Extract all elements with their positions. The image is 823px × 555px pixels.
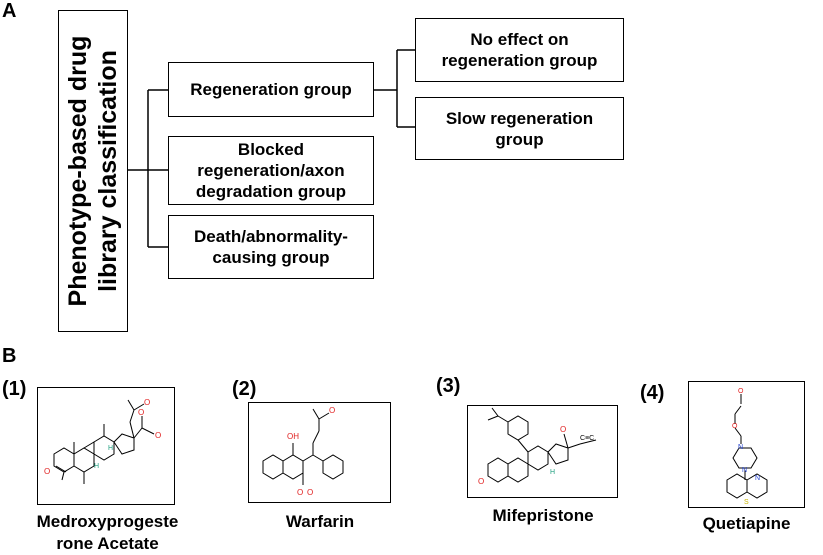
atom-label-h-1: H	[108, 445, 113, 452]
drug-index-1: (1)	[2, 378, 27, 400]
atom-label-o-4: O	[144, 398, 150, 407]
atom-label-h-3: H	[550, 469, 555, 476]
atom-label-alkyne: C≡C	[580, 435, 594, 442]
atom-label-oh: OH	[287, 432, 299, 441]
group-box-regeneration: Regeneration group	[168, 62, 374, 117]
panel-a-label: A	[2, 0, 17, 22]
atom-label-o-2: O	[138, 408, 144, 417]
atom-label-o-9: O	[560, 425, 566, 434]
quetiapine-structure-icon: O O N N N S	[726, 388, 768, 506]
structure-frame-mifepristone: O O C≡C H	[467, 405, 618, 498]
atom-label-o-7: O	[329, 406, 335, 415]
atom-label-o-10: O	[738, 388, 744, 395]
medroxyprogesterone-structure-icon: O O O O H H	[44, 398, 161, 484]
drug-name-quetiapine: Quetiapine	[702, 514, 791, 533]
atom-label-o-1: O	[44, 467, 50, 476]
atom-label-o-5: O	[297, 488, 303, 497]
drug-index-3: (3)	[436, 375, 461, 397]
atom-label-h-2: H	[94, 463, 99, 470]
atom-label-o-11: O	[732, 423, 738, 430]
drug-index-4: (4)	[640, 382, 665, 404]
structure-frame-medroxyprogesterone: O O O O H H	[37, 387, 175, 505]
structure-frame-warfarin: OH O O O	[248, 402, 391, 503]
structure-frame-quetiapine: O O N N N S	[688, 381, 805, 508]
atom-label-o-6: O	[307, 488, 313, 497]
drug-name-medroxyprogesterone: Medroxyprogeste rone Acetate	[36, 512, 179, 553]
atom-label-n-3: N	[755, 475, 760, 482]
drug-name-warfarin: Warfarin	[285, 512, 355, 531]
atom-label-o-8: O	[478, 477, 484, 486]
drug-index-2: (2)	[232, 378, 257, 400]
subgroup-box-slow-regeneration: Slow regeneration group	[415, 97, 624, 160]
root-category-box	[58, 10, 128, 332]
group-box-blocked-regeneration: Blocked regeneration/axon degradation gr…	[168, 136, 374, 205]
subgroup-box-no-effect: No effect on regeneration group	[415, 18, 624, 82]
mifepristone-structure-icon: O O C≡C H	[478, 407, 597, 486]
atom-label-n-2: N	[742, 467, 747, 474]
warfarin-structure-icon: OH O O O	[262, 406, 344, 497]
drug-name-mifepristone: Mifepristone	[492, 506, 594, 525]
atom-label-o-3: O	[155, 431, 161, 440]
group-box-death-abnormality: Death/abnormality- causing group	[168, 215, 374, 279]
atom-label-s: S	[744, 499, 749, 506]
panel-b-label: B	[2, 345, 17, 367]
atom-label-n-1: N	[738, 444, 743, 451]
